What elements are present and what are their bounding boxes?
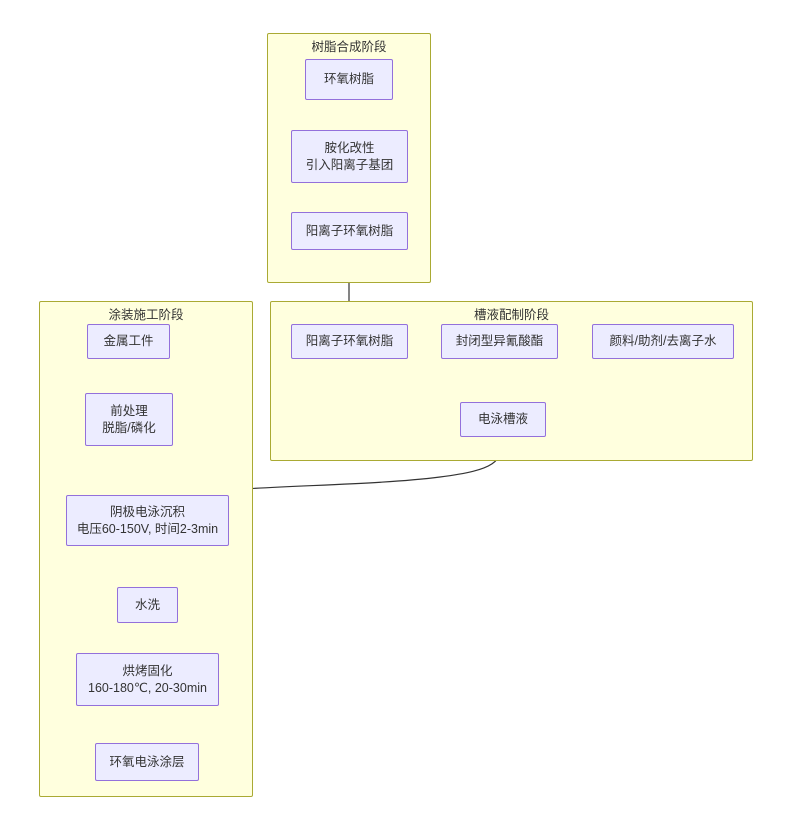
- node-amination-modification[interactable]: 胺化改性 引入阳离子基团: [291, 130, 408, 183]
- node-metal-workpiece-line1: 金属工件: [103, 334, 154, 348]
- cluster-bath-preparation-label: 槽液配制阶段: [473, 308, 549, 322]
- node-cationic-epoxy-resin-line1: 阳离子环氧树脂: [305, 223, 394, 238]
- node-electrophoretic-bath-liquid[interactable]: 电泳槽液: [460, 402, 546, 437]
- node-electrophoretic-bath-liquid-line1: 电泳槽液: [477, 412, 528, 426]
- node-bake-curing-line1: 烘烤固化: [122, 663, 173, 678]
- node-bake-curing[interactable]: 烘烤固化 160-180℃, 20-30min: [76, 653, 219, 706]
- node-epoxy-resin-line1: 环氧树脂: [323, 72, 374, 86]
- cluster-coating-process: 涂装施工阶段: [39, 301, 253, 797]
- node-cationic-epoxy-resin-input-line1: 阳离子环氧树脂: [305, 334, 394, 348]
- node-pretreatment-line1: 前处理: [110, 403, 148, 418]
- node-blocked-isocyanate[interactable]: 封闭型异氰酸酯: [441, 324, 558, 359]
- node-pretreatment-line2: 脱脂/磷化: [102, 420, 156, 435]
- node-water-rinse-line1: 水洗: [134, 597, 160, 612]
- node-cationic-epoxy-resin-input[interactable]: 阳离子环氧树脂: [291, 324, 408, 359]
- node-pigment-additive-water-line1: 颜料/助剂/去离子水: [609, 334, 717, 348]
- node-epoxy-electrophoretic-coating[interactable]: 环氧电泳涂层: [95, 743, 199, 781]
- node-pretreatment[interactable]: 前处理 脱脂/磷化: [85, 393, 173, 446]
- cluster-coating-process-label: 涂装施工阶段: [108, 308, 184, 322]
- node-cationic-epoxy-resin[interactable]: 阳离子环氧树脂: [291, 212, 408, 250]
- node-blocked-isocyanate-line1: 封闭型异氰酸酯: [455, 334, 544, 348]
- node-amination-modification-line2: 引入阳离子基团: [305, 157, 394, 172]
- node-epoxy-resin[interactable]: 环氧树脂: [305, 59, 393, 100]
- node-cathodic-electrodeposition-line2: 电压60-150V, 时间2-3min: [76, 521, 219, 536]
- node-pigment-additive-water[interactable]: 颜料/助剂/去离子水: [592, 324, 734, 359]
- node-bake-curing-line2: 160-180℃, 20-30min: [88, 680, 207, 695]
- node-epoxy-electrophoretic-coating-line1: 环氧电泳涂层: [109, 754, 185, 769]
- node-amination-modification-line1: 胺化改性: [324, 140, 375, 155]
- node-metal-workpiece[interactable]: 金属工件: [87, 324, 170, 359]
- node-cathodic-electrodeposition[interactable]: 阴极电泳沉积 电压60-150V, 时间2-3min: [66, 495, 229, 546]
- node-water-rinse[interactable]: 水洗: [117, 587, 178, 623]
- node-cathodic-electrodeposition-line1: 阴极电泳沉积: [109, 504, 185, 519]
- cluster-resin-synthesis-label: 树脂合成阶段: [311, 40, 387, 54]
